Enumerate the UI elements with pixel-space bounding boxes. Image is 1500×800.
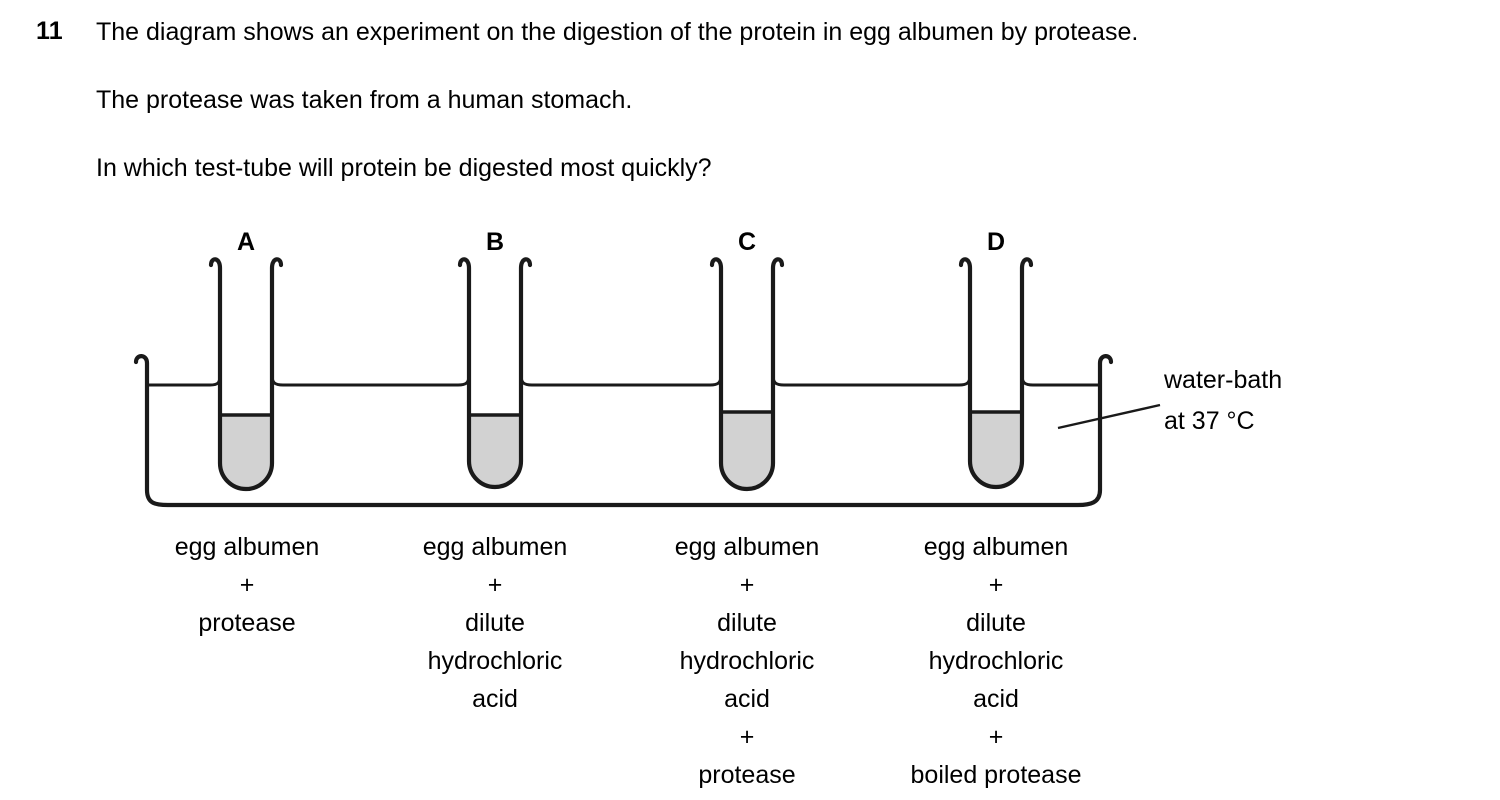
water-bath-diagram-svg [133, 257, 1161, 508]
water-bath-vessel [133, 354, 1114, 508]
water-line-seg-1 [270, 374, 471, 387]
caption-b-line-1: egg albumen [422, 533, 568, 561]
tube-a-glass-outline [208, 257, 284, 492]
caption-a-line-3: protease [198, 609, 296, 637]
water-surface-line [147, 374, 1100, 387]
test-tube-d [958, 257, 1034, 490]
caption-d-line-3: dilute [966, 609, 1026, 637]
question-number: 11 [36, 17, 63, 45]
water-line-seg-0 [147, 374, 222, 387]
caption-c-line-4: hydrochloric [679, 647, 815, 675]
caption-b-line-3: dilute [465, 609, 525, 637]
caption-c-line-2: + [739, 571, 755, 599]
caption-a-line-1: egg albumen [174, 533, 320, 561]
tube-caption-c: egg albumen + dilute hydrochloric acid +… [627, 528, 867, 794]
water-bath-label-line-2: at 37 °C [1164, 407, 1255, 435]
test-tube-a [208, 257, 284, 492]
caption-c-line-7: protease [698, 761, 796, 789]
tube-caption-a: egg albumen + protease [127, 528, 367, 642]
tube-caption-b: egg albumen + dilute hydrochloric acid [375, 528, 615, 718]
question-line-2: The protease was taken from a human stom… [96, 86, 633, 114]
caption-a-line-2: + [239, 571, 255, 599]
test-tube-b [457, 257, 533, 490]
caption-d-line-5: acid [973, 685, 1019, 713]
caption-d-line-2: + [988, 571, 1004, 599]
tube-d-contents-fill [970, 412, 1022, 487]
tube-d-glass-outline [958, 257, 1034, 490]
tube-label-d: D [986, 228, 1006, 256]
water-line-seg-3 [771, 374, 972, 387]
caption-c-line-1: egg albumen [674, 533, 820, 561]
caption-b-line-2: + [487, 571, 503, 599]
water-bath-leader-line [1057, 403, 1161, 430]
tube-c-glass-outline [709, 257, 785, 492]
caption-d-line-7: boiled protease [910, 761, 1082, 789]
caption-d-line-6: + [988, 723, 1004, 751]
caption-b-line-5: acid [472, 685, 518, 713]
experiment-diagram: A B C D water-bath at 37 °C egg albumen … [0, 210, 1500, 800]
caption-b-line-4: hydrochloric [427, 647, 563, 675]
tube-label-b: B [485, 228, 505, 256]
tube-label-a: A [236, 228, 256, 256]
caption-c-line-5: acid [724, 685, 770, 713]
caption-c-line-6: + [739, 723, 755, 751]
tube-caption-d: egg albumen + dilute hydrochloric acid +… [876, 528, 1116, 794]
water-line-seg-4 [1020, 374, 1100, 387]
question-line-1: The diagram shows an experiment on the d… [96, 18, 1139, 46]
caption-d-line-4: hydrochloric [928, 647, 1064, 675]
test-tube-c [709, 257, 785, 492]
tube-c-contents-fill [721, 412, 773, 489]
water-bath-outline [133, 354, 1114, 508]
water-bath-label-line-1: water-bath [1164, 366, 1283, 394]
caption-d-line-1: egg albumen [923, 533, 1069, 561]
tube-b-contents-fill [469, 415, 521, 487]
water-line-seg-2 [519, 374, 723, 387]
water-bath-label: water-bath at 37 °C [1164, 360, 1282, 442]
tube-a-contents-fill [220, 415, 272, 489]
tube-b-glass-outline [457, 257, 533, 490]
question-line-3: In which test-tube will protein be diges… [96, 154, 712, 182]
tube-label-c: C [737, 228, 757, 256]
caption-c-line-3: dilute [717, 609, 777, 637]
